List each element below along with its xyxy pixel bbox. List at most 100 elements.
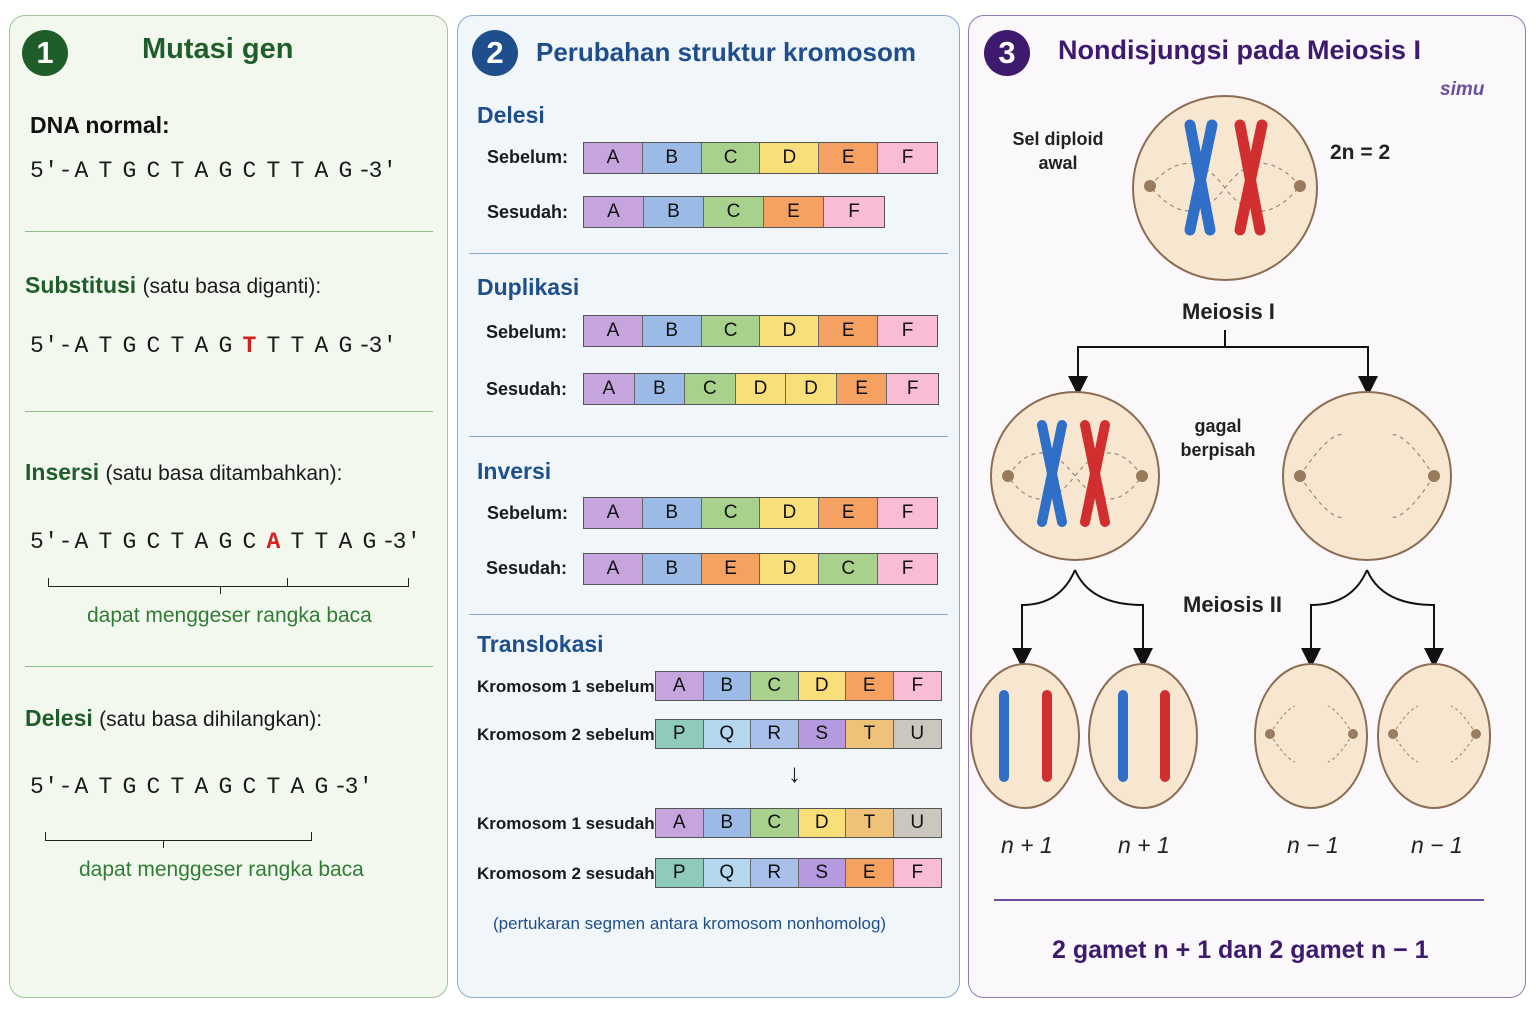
panel-1-title: Mutasi gen	[142, 33, 294, 65]
base-C: C	[146, 774, 161, 800]
divider	[994, 899, 1484, 901]
ploidy-label: 2n = 2	[1330, 141, 1391, 164]
segment-B: B	[642, 498, 702, 528]
gamete-summary: 2 gamet n + 1 dan 2 gamet n − 1	[1052, 936, 1429, 964]
five-prime-label: 5′	[30, 529, 59, 555]
segment-S: S	[798, 859, 846, 887]
gamete-3	[1254, 663, 1368, 809]
segment-E: E	[836, 374, 888, 404]
after-label: Sesudah:	[487, 202, 569, 222]
insertion-heading: Insersi (satu basa ditambahkan):	[25, 459, 343, 485]
dash: -	[58, 529, 73, 555]
dash: -	[381, 529, 396, 555]
base-A: A	[290, 774, 305, 800]
gamete-label-3: n − 1	[1287, 832, 1339, 858]
segment-E: E	[846, 859, 894, 887]
simu-logo: simu	[1440, 79, 1485, 100]
deletion-heading: Delesi (satu basa dihilangkan):	[25, 705, 323, 731]
segment-B: B	[634, 374, 686, 404]
segment-C: C	[701, 498, 761, 528]
gamete-label-1: n + 1	[1001, 832, 1053, 858]
dash: -	[357, 333, 372, 359]
segment-C: C	[685, 374, 736, 404]
segment-R: R	[751, 859, 799, 887]
three-prime-label: 3′	[368, 158, 398, 184]
segment-Q: Q	[703, 859, 751, 887]
segment-F: F	[878, 554, 937, 584]
segment-D: D	[760, 498, 820, 528]
segment-F: F	[887, 374, 938, 404]
segment-F: F	[878, 316, 937, 346]
segment-E: E	[819, 316, 879, 346]
meiosis-1-label: Meiosis I	[1182, 299, 1275, 324]
segment-C: C	[701, 143, 761, 173]
segment-A: A	[584, 197, 644, 227]
after-label: Sesudah:	[486, 558, 568, 578]
segment-P: P	[656, 859, 704, 887]
segment-C: C	[701, 316, 761, 346]
base-A: A	[194, 529, 209, 555]
segment-E: E	[846, 672, 894, 700]
base-T: T	[170, 774, 185, 800]
before-label: Sebelum:	[487, 147, 569, 167]
three-prime-label: 3′	[368, 333, 398, 359]
base-G: G	[122, 774, 137, 800]
base-G: G	[218, 529, 233, 555]
segment-E: E	[701, 554, 761, 584]
down-arrow-icon: ↓	[788, 758, 801, 788]
meiosis-2-arrow	[1074, 569, 1153, 668]
base-C: C	[146, 158, 161, 184]
base-A: A	[194, 774, 209, 800]
segment-D: D	[735, 374, 787, 404]
segment-D: D	[760, 316, 820, 346]
base-A: A	[194, 158, 209, 184]
base-T: T	[98, 333, 113, 359]
base-G: G	[362, 529, 377, 555]
k2-after-label: Kromosom 2 sesudah:	[477, 864, 661, 883]
brace-tick	[220, 586, 221, 594]
panel-1-badge: 1	[22, 30, 68, 76]
k1-after-label: Kromosom 1 sesudah:	[477, 814, 661, 833]
k1-before-label: Kromosom 1 sebelum:	[477, 677, 661, 696]
struct-duplication-title: Duplikasi	[477, 274, 580, 300]
segment-R: R	[751, 720, 799, 748]
five-prime-label: 5′	[30, 158, 59, 184]
translocation-caption: (pertukaran segmen antara kromosom nonho…	[493, 914, 887, 933]
segment-A: A	[656, 672, 704, 700]
segment-T: T	[846, 720, 894, 748]
segment-A: A	[584, 554, 643, 584]
divider	[25, 231, 433, 232]
base-A: A	[266, 529, 281, 555]
segment-F: F	[893, 672, 941, 700]
segment-B: B	[642, 143, 702, 173]
segment-E: E	[819, 143, 879, 173]
gamete-2	[1088, 663, 1198, 809]
five-prime-label: 5′	[30, 333, 59, 359]
segment-T: T	[846, 809, 894, 837]
base-G: G	[122, 333, 137, 359]
five-prime-label: 5′	[30, 774, 59, 800]
divider	[469, 253, 948, 254]
base-T: T	[290, 158, 305, 184]
base-C: C	[242, 774, 257, 800]
gamete-4	[1377, 663, 1491, 809]
meiosis-2-label: Meiosis II	[1183, 592, 1283, 617]
daughter-cell-left	[990, 391, 1160, 561]
base-A: A	[314, 333, 329, 359]
base-A: A	[74, 333, 89, 359]
base-G: G	[218, 774, 233, 800]
base-A: A	[74, 774, 89, 800]
base-C: C	[242, 529, 257, 555]
insertion-frameshift-note: dapat menggeser rangka baca	[87, 604, 372, 627]
segment-A: A	[656, 809, 704, 837]
dash: -	[357, 158, 372, 184]
segment-U: U	[893, 720, 941, 748]
